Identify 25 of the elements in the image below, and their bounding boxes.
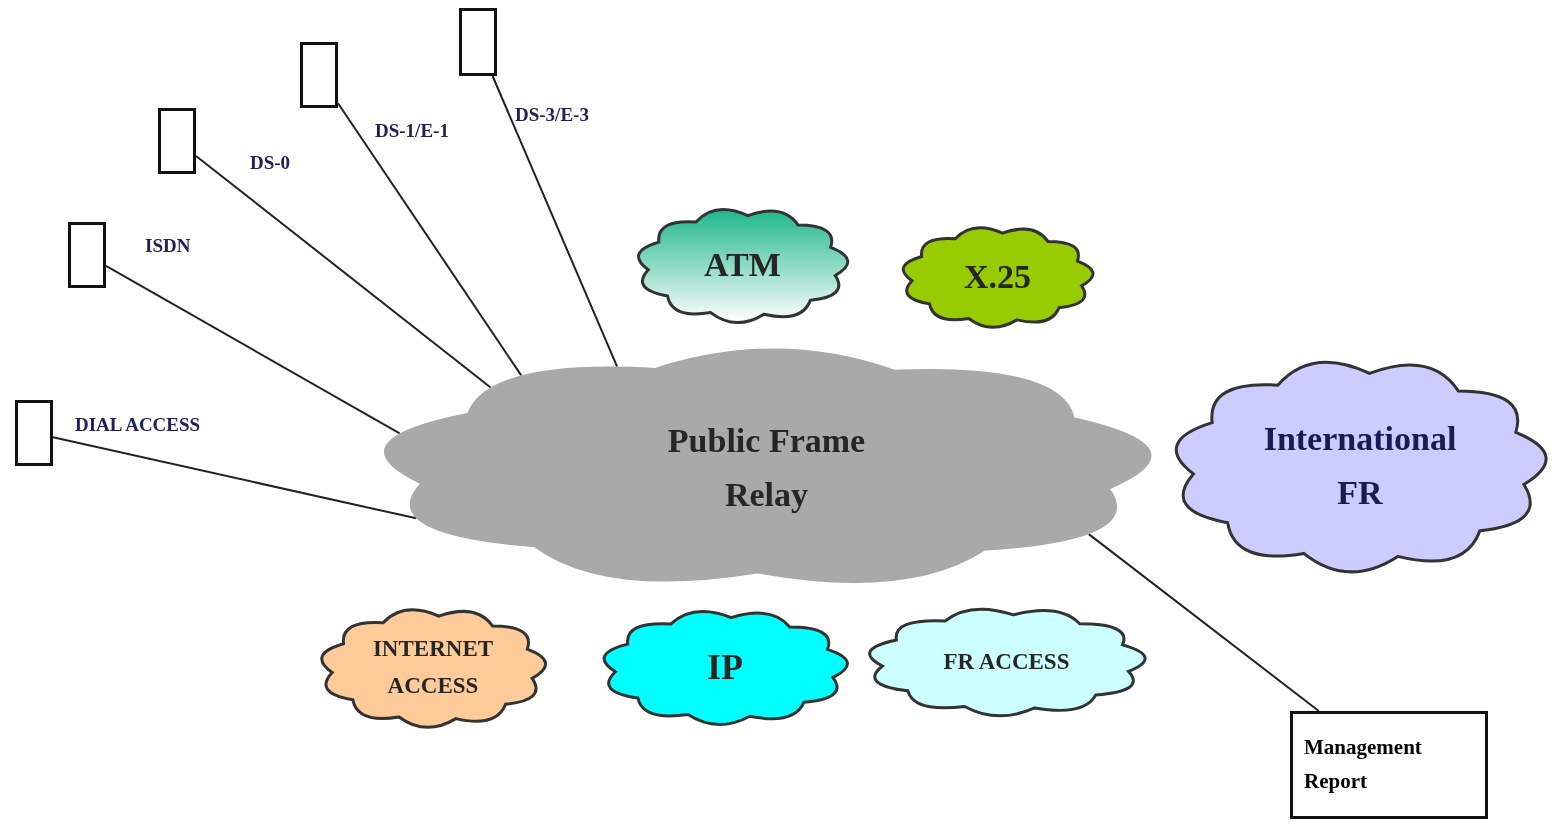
report-label: Management Report — [1304, 734, 1423, 795]
connector-line — [337, 102, 523, 377]
connector-line — [105, 264, 401, 435]
terminal-box — [15, 400, 53, 466]
cloud-label: IP — [706, 645, 744, 689]
cloud-label: ATM — [703, 245, 782, 286]
cloud-label: INTERNET ACCESS — [371, 635, 495, 700]
link-label: DIAL ACCESS — [75, 414, 201, 436]
terminal-box — [158, 108, 196, 174]
connector-line — [195, 154, 492, 389]
terminal-box — [459, 8, 497, 76]
connector-line — [491, 75, 619, 368]
cloud-label: X.25 — [962, 256, 1033, 297]
terminal-box — [300, 42, 338, 108]
terminal-box — [68, 222, 106, 288]
link-label: DS-1/E-1 — [375, 120, 449, 142]
cloud-label: Public Frame Relay — [666, 420, 867, 515]
cloud-label: FR ACCESS — [942, 647, 1071, 676]
cloud-label: International FR — [1262, 418, 1458, 513]
connector-line — [52, 436, 418, 520]
link-label: DS-0 — [250, 152, 291, 174]
report-box — [1290, 711, 1488, 819]
link-label: ISDN — [145, 235, 191, 257]
link-label: DS-3/E-3 — [515, 104, 589, 126]
connector-line — [1087, 533, 1320, 712]
